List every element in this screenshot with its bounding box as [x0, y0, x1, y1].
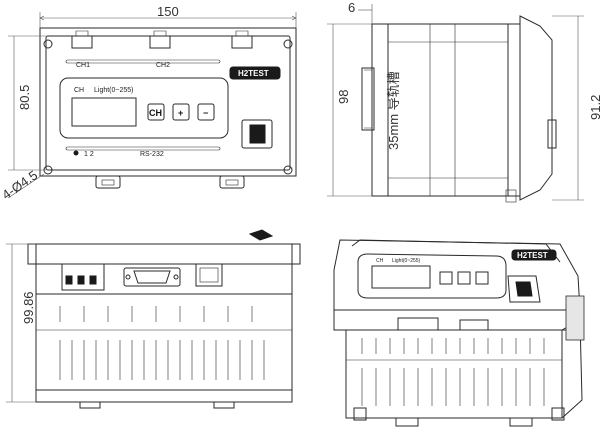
dim-height-80-5: 80.5 [17, 85, 32, 110]
dim-height-99-86: 99.86 [21, 291, 36, 324]
front-view: CH1 CH2 H2TEST CH Light(0~255) CH + − 1 … [39, 27, 297, 189]
isometric-view: CH Light(0~255) H2TEST [333, 239, 585, 427]
front-display-ch: CH [74, 87, 84, 94]
iso-ch-label: CH [376, 258, 384, 264]
front-ch2-label: CH2 [156, 62, 170, 69]
dim-holes: 4-Ø4.5 [0, 167, 40, 202]
bottom-dimensions: 99.86 [6, 243, 36, 403]
bottom-vents [59, 306, 265, 380]
dim-depth-6: 6 [348, 0, 355, 15]
dim-height-98: 98 [336, 90, 351, 104]
front-rs232-label: RS-232 [140, 151, 164, 158]
dim-height-91-2: 91.2 [588, 95, 600, 120]
dim-rail: 35mm 导轨槽 [386, 71, 401, 150]
front-brand-logo: H2TEST [238, 69, 269, 78]
side-dimensions: 6 98 91.2 35mm 导轨槽 [327, 0, 600, 201]
front-ch-button [147, 103, 165, 121]
side-view [361, 15, 557, 203]
front-port-numbers: 1 2 [84, 151, 94, 158]
iso-light-label: Light(0~255) [392, 258, 421, 264]
front-display-label: Light(0~255) [94, 87, 134, 94]
dim-width-150: 150 [157, 4, 179, 19]
front-minus-button-label: − [203, 108, 208, 118]
front-plus-button [172, 103, 190, 121]
front-ch1-label: CH1 [76, 62, 90, 69]
front-minus-button [197, 103, 215, 121]
front-ch-button-label: CH [149, 108, 162, 118]
front-plus-button-label: + [178, 108, 183, 118]
bottom-view [27, 229, 301, 409]
iso-brand-logo: H2TEST [517, 251, 548, 260]
iso-vents [361, 338, 545, 406]
